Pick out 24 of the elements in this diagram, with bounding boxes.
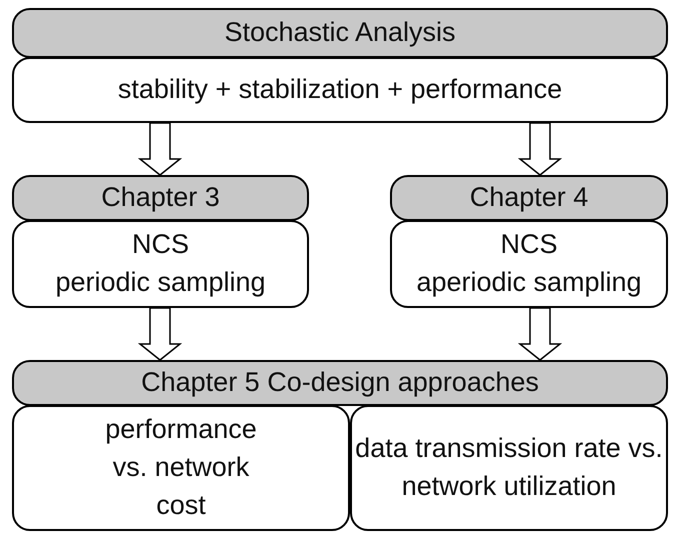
content-box [390,220,668,308]
block-arrow [138,122,182,176]
heading-text: Stochastic Analysis [224,16,456,50]
heading-text: Chapter 3 [101,181,220,214]
heading-text: Chapter 5 Co-design approaches [141,366,539,400]
content-box [12,57,668,123]
heading-text: Chapter 4 [470,181,588,214]
body-text: stability + stabilization + performance [118,73,562,106]
header-box [12,360,668,406]
content-box [12,405,350,531]
body-text: aperiodic sampling [416,266,642,299]
content-box [12,220,309,308]
body-text: periodic sampling [55,266,266,299]
header-box [12,8,668,58]
body-text: performance vs. network cost [104,413,258,522]
header-box [390,175,668,221]
body-text: data transmission rate vs. network utilization [354,432,664,503]
header-box [12,175,309,221]
block-arrow [518,122,562,176]
block-arrow [138,307,182,361]
body-text: NCS [500,228,558,262]
body-text: NCS [132,228,189,262]
content-box [350,405,668,531]
block-arrow [518,307,562,361]
